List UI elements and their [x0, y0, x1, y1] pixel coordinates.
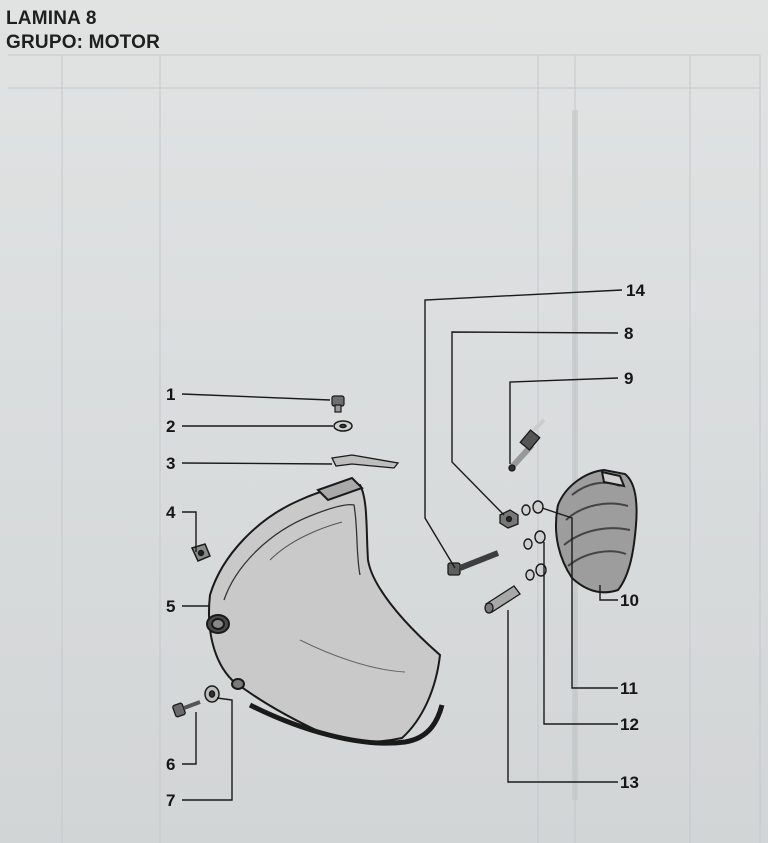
callout-7: 7	[166, 791, 175, 810]
callout-12: 12	[620, 715, 639, 734]
part-washers-11-12	[521, 500, 547, 581]
callout-6: 6	[166, 755, 175, 774]
callout-14: 14	[626, 281, 645, 300]
callout-10: 10	[620, 591, 639, 610]
callout-2: 2	[166, 417, 175, 436]
part-cover-5	[206, 476, 445, 746]
part-sparkplug-9	[508, 418, 546, 472]
callout-5: 5	[166, 597, 175, 616]
callout-9: 9	[624, 369, 633, 388]
callout-1: 1	[166, 385, 175, 404]
callout-11: 11	[620, 679, 638, 698]
part-bolt-14	[447, 550, 500, 576]
grupo-title: GRUPO: MOTOR	[6, 32, 161, 53]
callout-13: 13	[620, 773, 639, 792]
part-bolt-1	[331, 395, 345, 413]
part-washer-2	[333, 420, 353, 432]
part-sleeve-13	[484, 585, 521, 614]
part-screw-6	[172, 700, 201, 718]
callout-8: 8	[624, 324, 633, 343]
part-clip-4	[190, 543, 211, 562]
part-carburetor-10	[554, 468, 638, 594]
part-gasket-3	[331, 454, 400, 469]
callout-3: 3	[166, 454, 175, 473]
lamina-title: LAMINA 8	[6, 8, 97, 29]
callout-4: 4	[166, 503, 176, 522]
leader-lines	[181, 289, 623, 801]
part-nut-8	[499, 509, 519, 529]
part-washer-7	[204, 685, 220, 703]
